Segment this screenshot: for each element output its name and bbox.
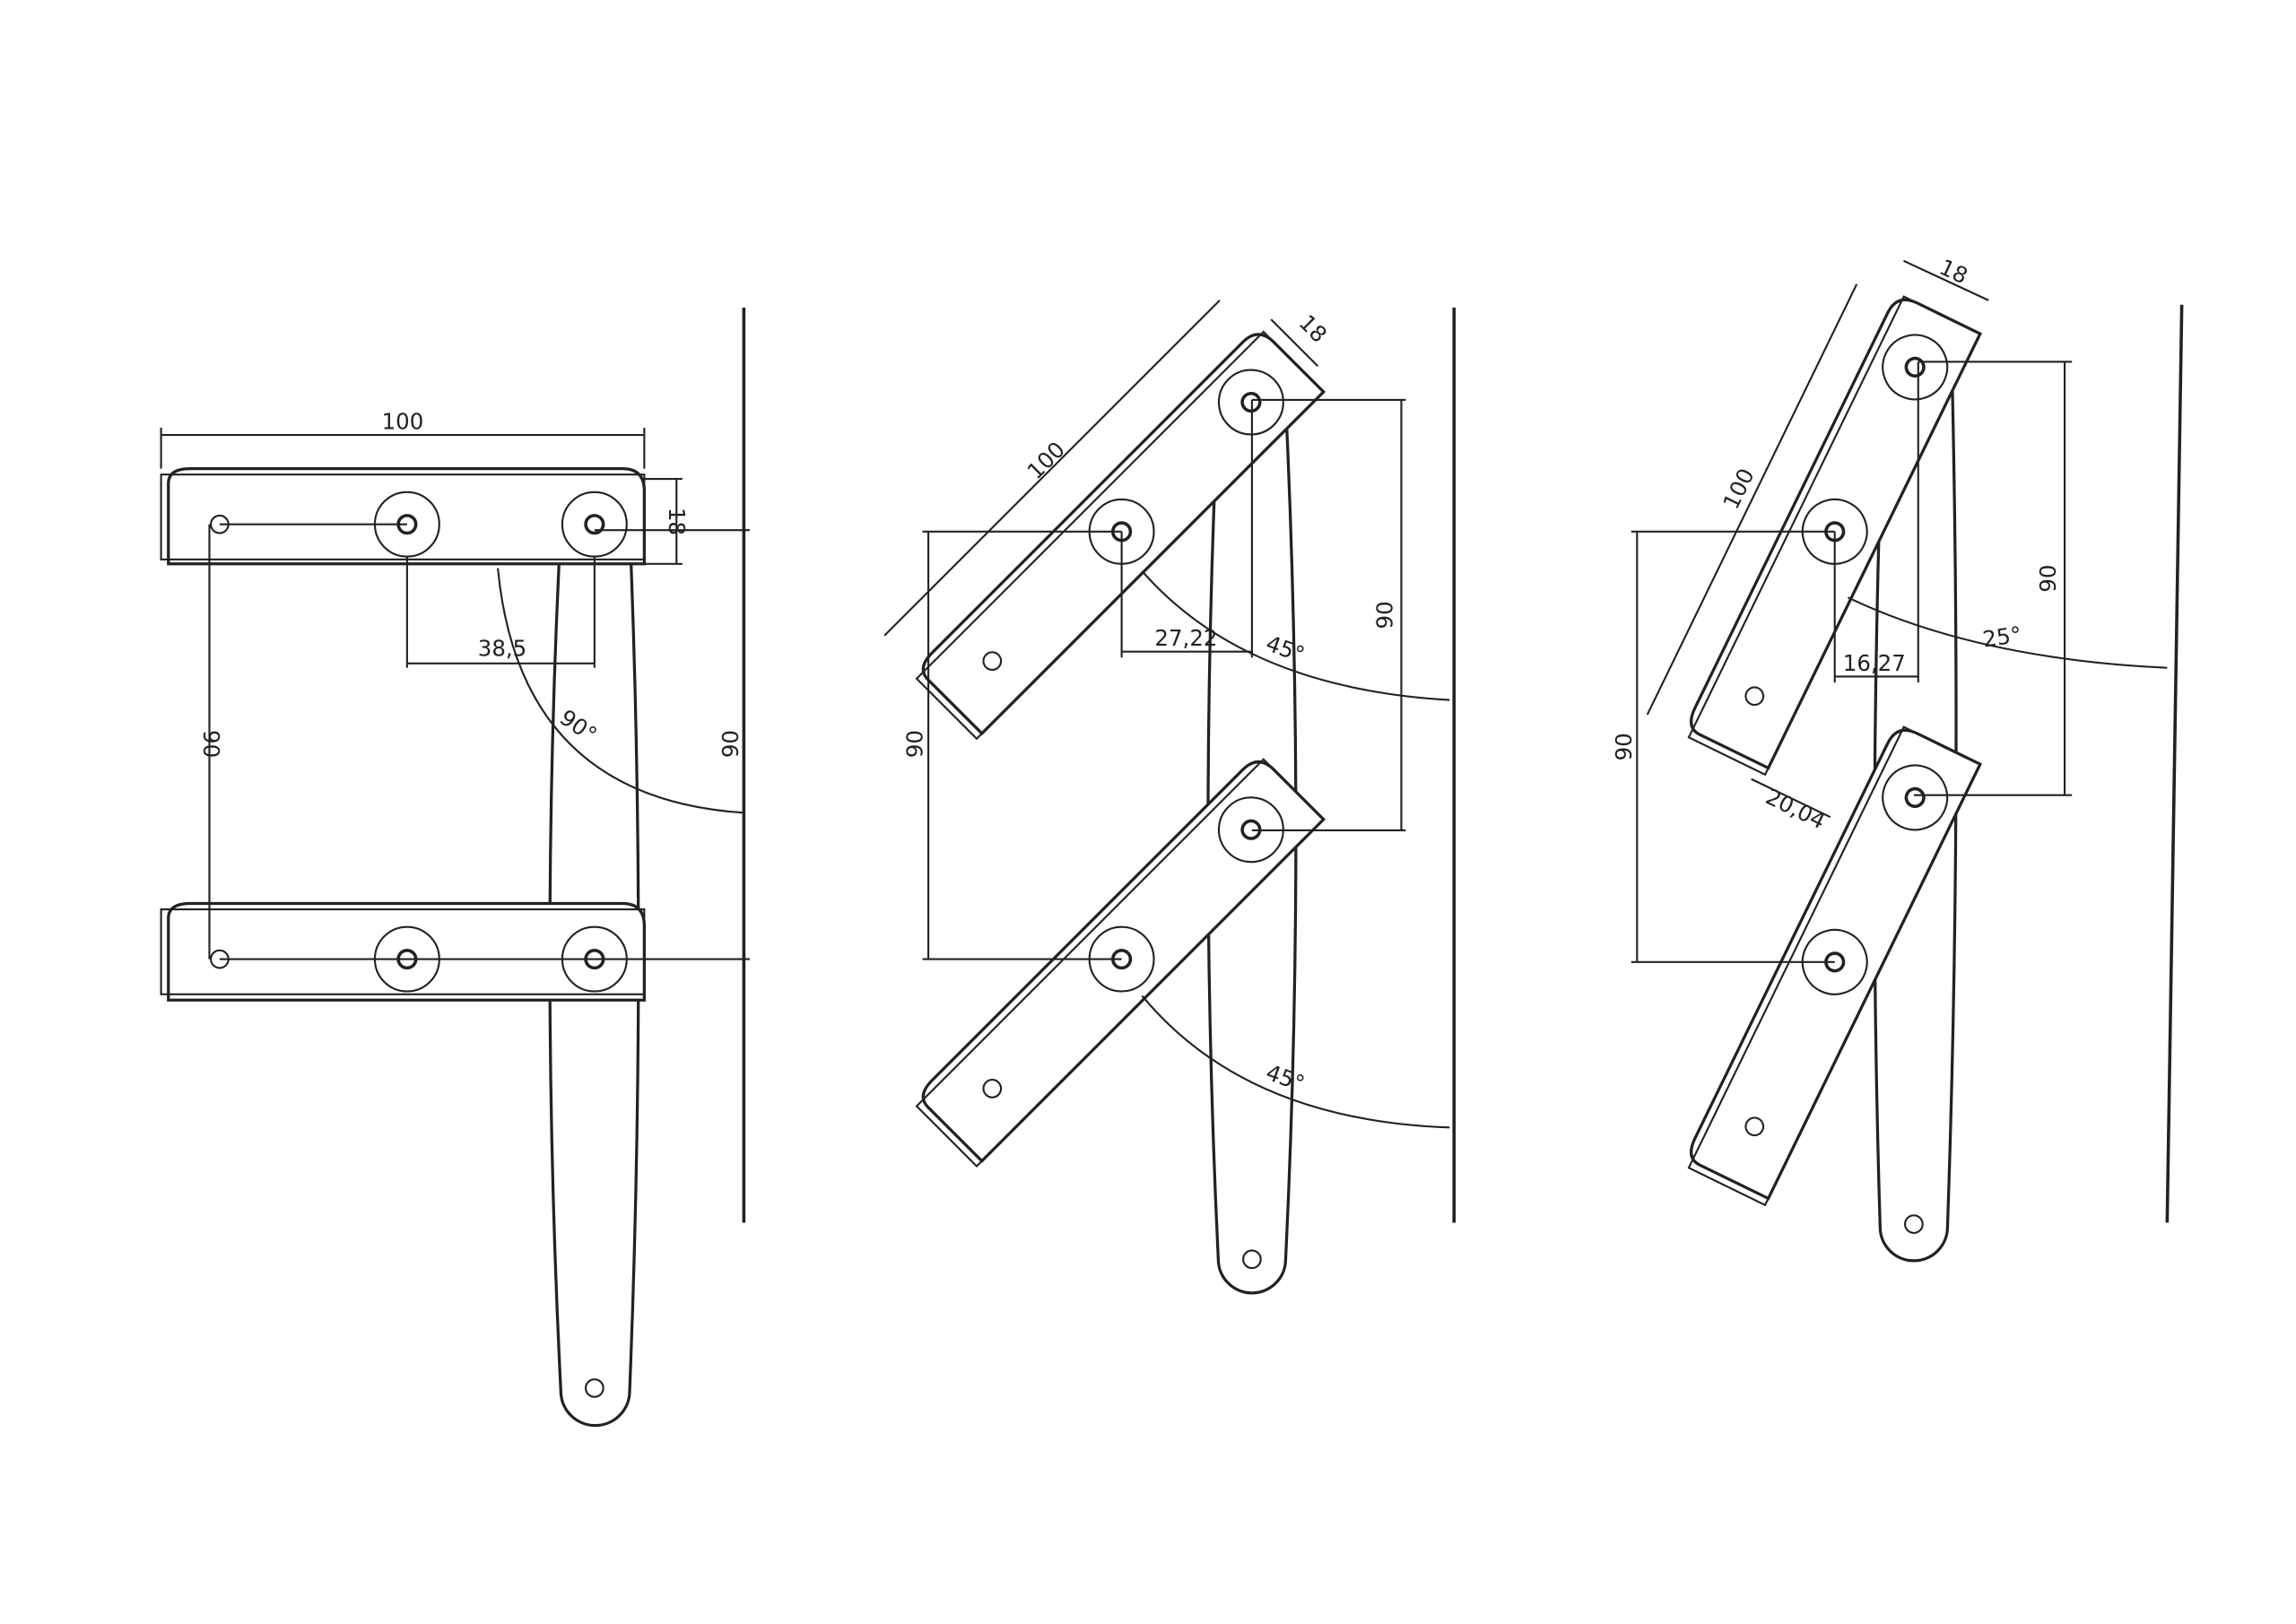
- panel-2: 100 18 27,22 90 90 45° 45°: [883, 300, 1457, 1295]
- panel-1: 100 18 38,5 90 90 90°: [160, 308, 750, 1428]
- dimension-lines: [1631, 259, 2168, 963]
- dim-offset: 16,27: [1843, 650, 1906, 676]
- dim-spacing-left: 90: [198, 730, 224, 758]
- dim-width: 18: [1935, 254, 1971, 289]
- panel-3: 18 100 90 90 16,27 25° 20,04: [1611, 254, 2184, 1263]
- dim-length: 100: [382, 409, 424, 435]
- dimension-lines: [883, 300, 1450, 1129]
- top-bar: [160, 467, 646, 566]
- dim-length: 100: [1022, 437, 1070, 485]
- dim-spacing-right: 90: [2035, 565, 2061, 593]
- dim-spacing-right: 90: [1372, 601, 1398, 629]
- dim-offset: 38,5: [478, 636, 526, 662]
- dim-length: 100: [1718, 465, 1760, 514]
- dim-angle: 25°: [1981, 621, 2023, 653]
- arm-hole: [1904, 1214, 1924, 1234]
- dimension-lines: [160, 427, 750, 960]
- dim-gap: 20,04: [1761, 784, 1830, 835]
- wall-line: [2165, 304, 2184, 1223]
- bottom-bar: [1687, 725, 1983, 1207]
- bottom-bar: [160, 901, 646, 1002]
- top-bar: [915, 330, 1326, 741]
- dim-spacing-right: 90: [718, 730, 744, 758]
- dim-offset: 27,22: [1154, 625, 1217, 651]
- dim-width: 18: [1294, 309, 1333, 348]
- arm-hole: [585, 1378, 604, 1398]
- dim-width: 18: [664, 508, 690, 535]
- bottom-bar: [915, 758, 1326, 1168]
- dim-spacing-left: 90: [1611, 733, 1637, 760]
- dim-spacing-left: 90: [902, 730, 928, 758]
- arm-hole: [1242, 1249, 1262, 1270]
